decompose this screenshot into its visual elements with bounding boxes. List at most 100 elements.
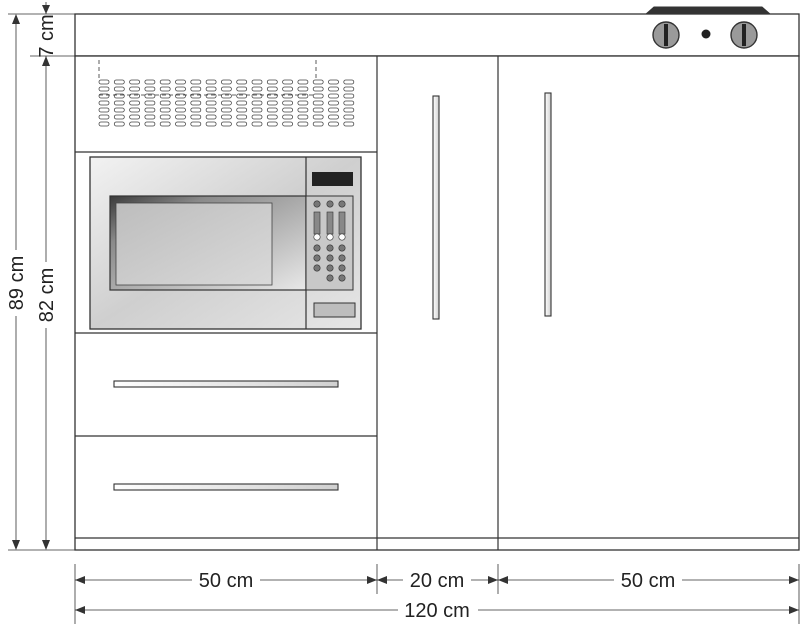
vent-slot xyxy=(205,79,217,85)
dimension-middle-width: 20 cm xyxy=(410,570,464,592)
vent-slot xyxy=(251,79,263,85)
microwave-button xyxy=(338,200,346,208)
microwave-door-release-button xyxy=(313,302,356,318)
vent-slot xyxy=(98,79,110,85)
vent-slot xyxy=(159,121,171,127)
vent-slot xyxy=(129,107,141,113)
dimension-total-width: 120 cm xyxy=(404,600,470,622)
vent-slot xyxy=(113,121,125,127)
vent-slot xyxy=(312,121,324,127)
microwave-slider xyxy=(338,211,346,235)
vent-slot xyxy=(251,121,263,127)
vent-slot xyxy=(144,79,156,85)
vent-slot xyxy=(98,107,110,113)
vent-slot xyxy=(266,121,278,127)
vent-slot xyxy=(129,86,141,92)
vent-slot xyxy=(236,121,248,127)
vent-slot xyxy=(297,79,309,85)
microwave-button xyxy=(326,274,334,282)
microwave-button xyxy=(313,264,321,272)
vent-slot xyxy=(144,107,156,113)
vent-slot xyxy=(312,93,324,99)
vent-slot xyxy=(236,86,248,92)
vent-slot xyxy=(205,121,217,127)
vent-slot xyxy=(205,114,217,120)
vent-slot xyxy=(343,121,355,127)
vent-slot xyxy=(297,100,309,106)
vent-slot xyxy=(343,79,355,85)
vent-slot xyxy=(113,100,125,106)
vent-slot xyxy=(328,93,339,99)
vent-slot xyxy=(159,100,171,106)
vent-slot xyxy=(266,114,278,120)
vent-slot xyxy=(98,121,110,127)
microwave-button xyxy=(326,264,334,272)
vent-slot xyxy=(266,86,278,92)
vent-slot xyxy=(328,121,339,127)
microwave-button xyxy=(338,244,346,252)
vent-slot xyxy=(205,100,217,106)
vent-slot xyxy=(220,107,232,113)
vent-slot xyxy=(343,114,355,120)
hob-knob-right-icon xyxy=(730,21,758,49)
vent-slot xyxy=(190,107,202,113)
microwave-button xyxy=(326,244,334,252)
microwave-button xyxy=(326,254,334,262)
vent-slot xyxy=(175,114,186,120)
vent-slot xyxy=(113,114,125,120)
vent-slot xyxy=(312,79,324,85)
microwave-button xyxy=(313,200,321,208)
vent-slot xyxy=(144,86,156,92)
vent-slot xyxy=(144,121,156,127)
drawer-bottom-handle xyxy=(113,483,339,491)
vent-slot xyxy=(190,121,202,127)
vent-panel xyxy=(75,60,377,153)
vent-slot xyxy=(159,107,171,113)
hob-indicator-icon xyxy=(701,29,711,39)
vent-slot xyxy=(220,86,232,92)
vent-slot xyxy=(175,86,186,92)
microwave-button xyxy=(338,274,346,282)
vent-slot xyxy=(312,107,324,113)
vent-slot xyxy=(282,86,294,92)
microwave-button xyxy=(338,233,346,241)
vent-slot xyxy=(190,86,202,92)
microwave-slider xyxy=(313,211,321,235)
microwave-button xyxy=(326,233,334,241)
vent-slot xyxy=(190,79,202,85)
vent-slot xyxy=(251,114,263,120)
vent-slot xyxy=(144,93,156,99)
hob-knob-left-icon xyxy=(652,21,680,49)
vent-slot xyxy=(129,114,141,120)
vent-slot xyxy=(98,86,110,92)
vent-slot xyxy=(159,86,171,92)
vent-slot xyxy=(328,107,339,113)
vent-slot xyxy=(312,86,324,92)
vent-slot xyxy=(190,114,202,120)
microwave-button xyxy=(338,254,346,262)
worktop xyxy=(74,6,800,57)
vent-slot xyxy=(343,100,355,106)
vent-slot xyxy=(113,79,125,85)
vent-slot xyxy=(282,107,294,113)
vent-slot xyxy=(159,79,171,85)
vent-slot xyxy=(205,86,217,92)
vent-slot xyxy=(220,79,232,85)
vent-slot xyxy=(251,107,263,113)
microwave-button xyxy=(326,200,334,208)
vent-slot xyxy=(190,100,202,106)
vent-slot xyxy=(236,107,248,113)
vent-slot xyxy=(144,114,156,120)
microwave-button xyxy=(338,264,346,272)
vent-slot xyxy=(205,107,217,113)
microwave-button xyxy=(313,254,321,262)
vent-slot xyxy=(236,100,248,106)
microwave-button xyxy=(313,244,321,252)
vent-slot xyxy=(297,114,309,120)
right-door-handle xyxy=(544,92,552,317)
microwave xyxy=(75,156,377,334)
vent-slot xyxy=(236,79,248,85)
vent-slot xyxy=(113,86,125,92)
vent-slot xyxy=(297,86,309,92)
